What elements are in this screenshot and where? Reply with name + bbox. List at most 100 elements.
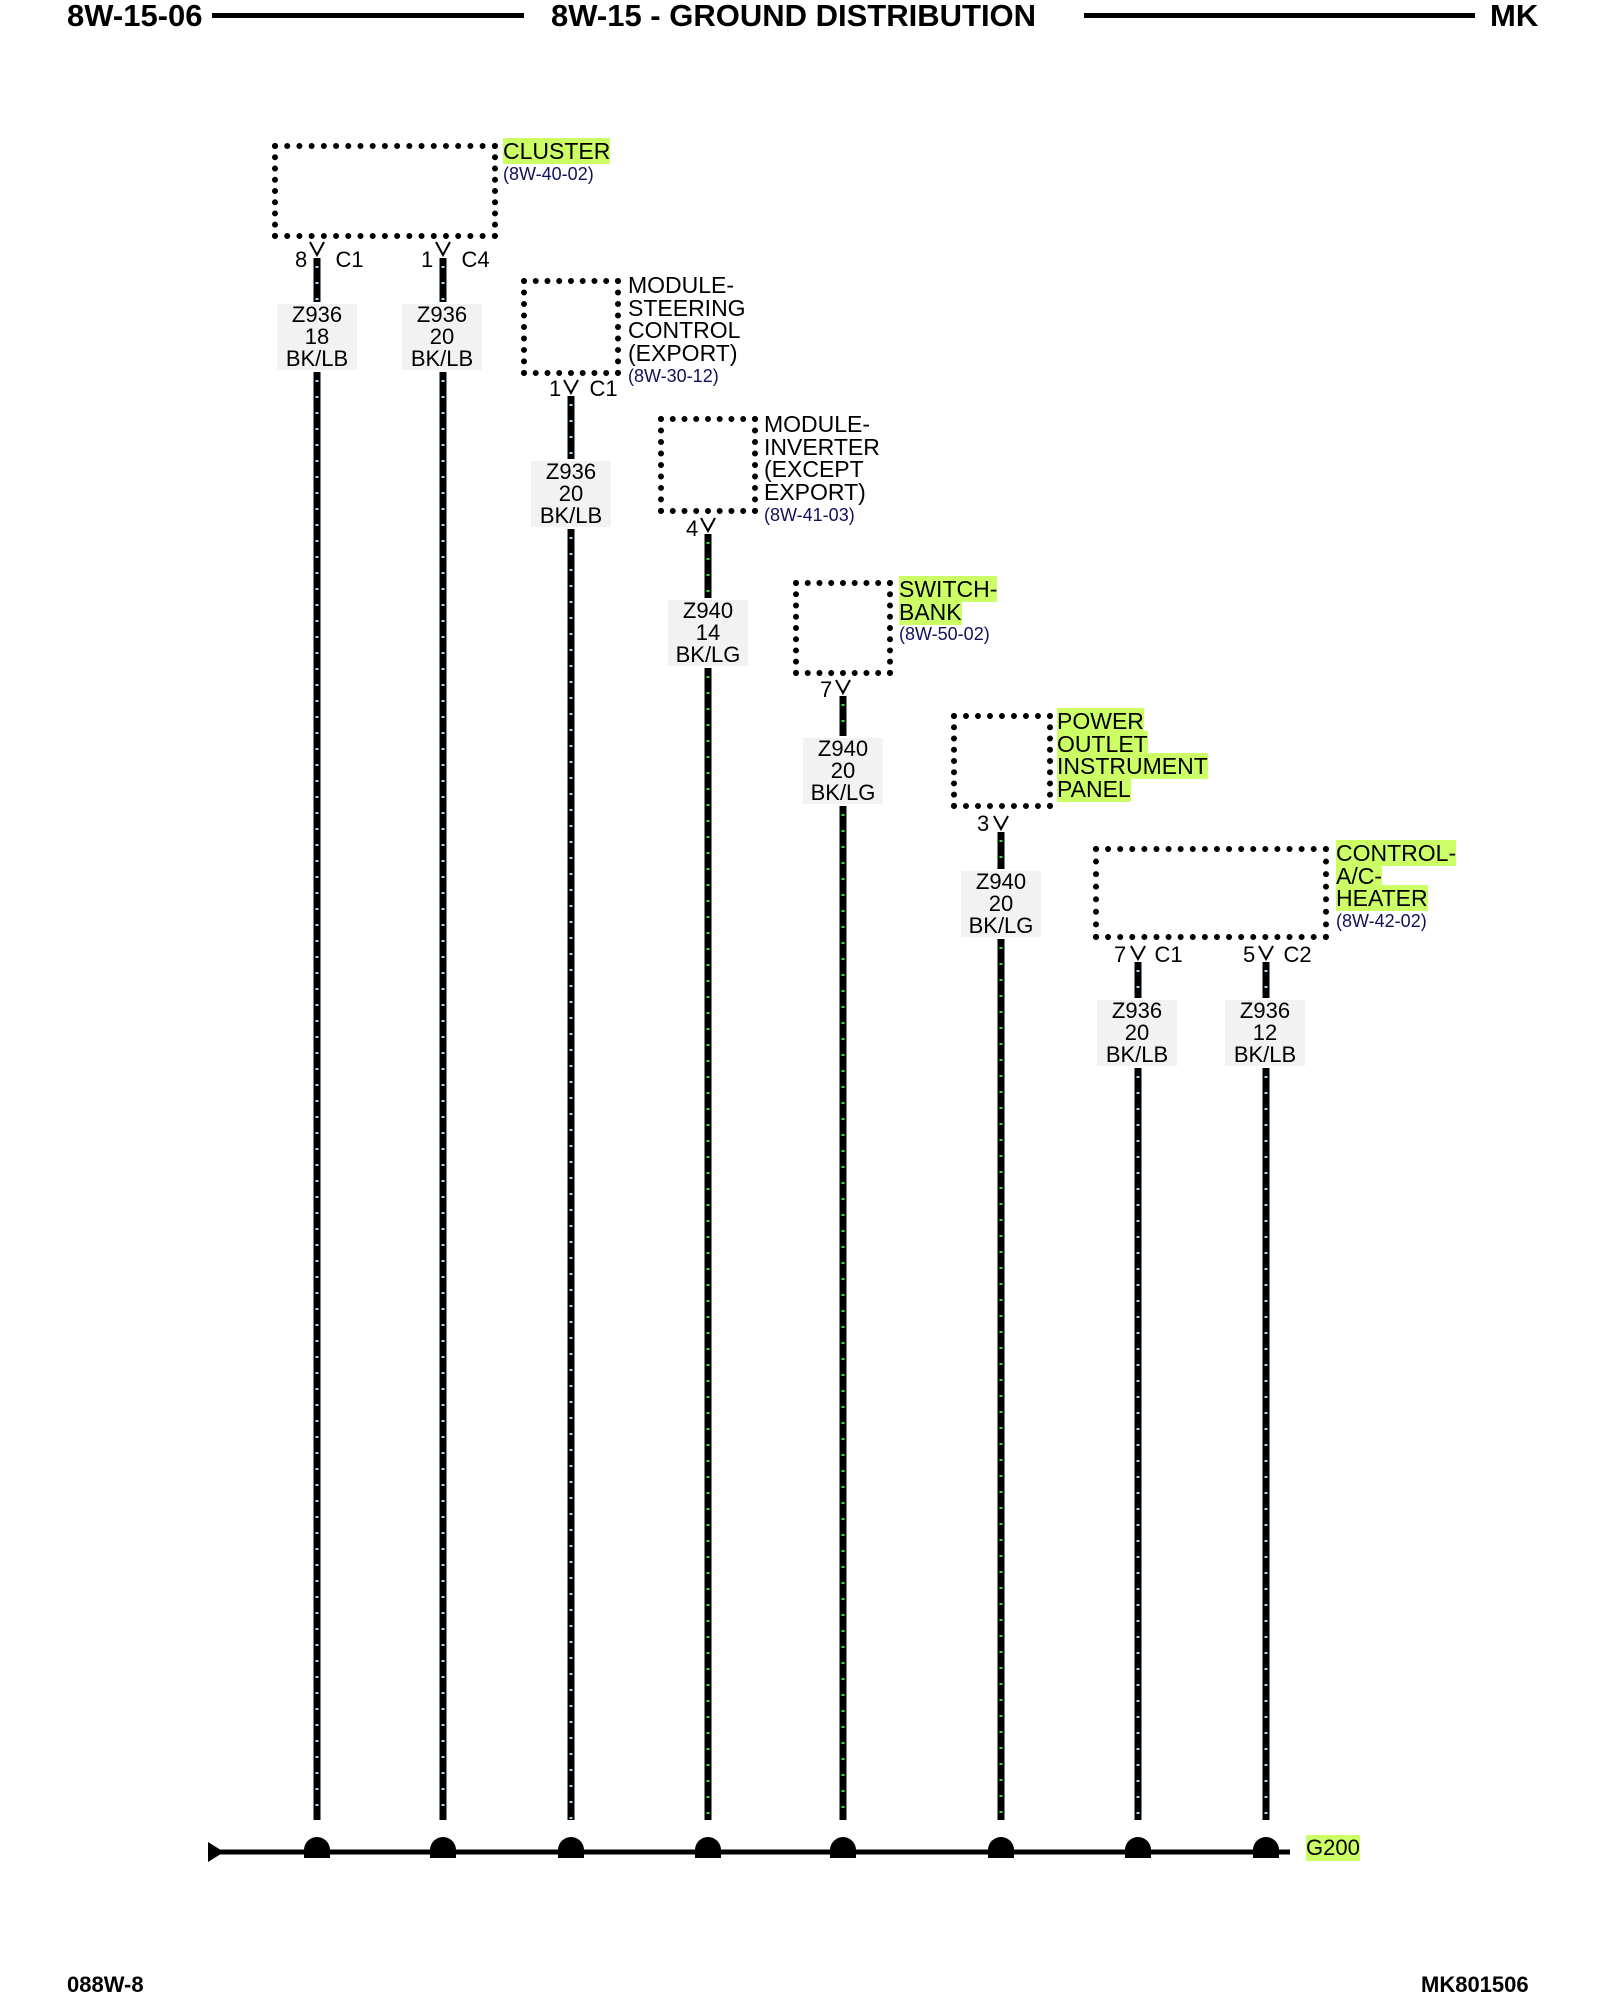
wire-label: Z936 20 BK/LB — [402, 304, 482, 370]
wire-circuit: Z936 — [531, 461, 611, 483]
ground-splice-dot — [304, 1837, 330, 1850]
connector-id: C4 — [461, 247, 490, 272]
connector-id: C2 — [1283, 942, 1312, 967]
pin-label: 1 C1 — [549, 378, 618, 400]
connector-arrow-icon — [435, 241, 451, 258]
connector-arrow-icon — [1258, 945, 1274, 962]
connector-arrow-icon — [700, 517, 716, 534]
wire-label: Z940 20 BK/LG — [803, 738, 883, 804]
component-name-line: MODULE- — [764, 411, 871, 437]
inverter-module-ref[interactable]: (8W-41-03) — [764, 505, 855, 525]
ac-heater-control-ref[interactable]: (8W-42-02) — [1336, 911, 1427, 931]
pin-label: 5 C2 — [1243, 944, 1312, 966]
wire-gauge: 20 — [402, 326, 482, 348]
component-name-line: STEERING — [628, 294, 746, 321]
cluster-name: CLUSTER — [503, 138, 611, 164]
steering-control-module-ref[interactable]: (8W-30-12) — [628, 366, 719, 386]
footer-right-code: MK801506 — [1421, 1972, 1529, 1997]
ac-heater-control-name: CONTROL- A/C- HEATER — [1336, 840, 1457, 911]
component-name-line: HEATER — [1336, 885, 1428, 911]
ground-splice-dot — [830, 1837, 856, 1850]
pin-number: 5 — [1243, 942, 1256, 967]
wire-circuit: Z936 — [402, 304, 482, 326]
pin-number: 7 — [820, 677, 833, 702]
wire-color-code: BK/LB — [277, 348, 357, 370]
component-name-line: CLUSTER — [503, 138, 611, 164]
pin-number: 1 — [549, 376, 562, 401]
ground-splice-dot — [1125, 1837, 1151, 1850]
connector-id: C1 — [335, 247, 364, 272]
cluster-ref[interactable]: (8W-40-02) — [503, 164, 594, 184]
header-rule-right — [1084, 13, 1475, 18]
wire-circuit: Z936 — [1225, 1000, 1305, 1022]
wire-label: Z936 18 BK/LB — [277, 304, 357, 370]
wire-gauge: 12 — [1225, 1022, 1305, 1044]
connector-arrow-icon — [993, 815, 1009, 832]
component-name-line: (EXCEPT — [764, 456, 864, 482]
cluster-component-box[interactable] — [272, 143, 498, 239]
wire-color-code: BK/LB — [1225, 1044, 1305, 1066]
component-name-line: CONTROL- — [1336, 840, 1457, 866]
component-name-line: INSTRUMENT — [1057, 753, 1208, 779]
pin-label: 3 — [977, 813, 989, 835]
connector-arrow-icon — [1130, 945, 1146, 962]
wire-label: Z936 20 BK/LB — [531, 461, 611, 527]
header-rule-left — [212, 13, 524, 18]
pin-label: 7 C1 — [1114, 944, 1183, 966]
wire-circuit: Z936 — [1097, 1000, 1177, 1022]
power-outlet-box[interactable] — [951, 713, 1053, 809]
component-name-line: BANK — [899, 598, 962, 625]
wire-gauge: 20 — [531, 483, 611, 505]
ground-bus-arrow-icon — [208, 1842, 224, 1862]
switch-bank-box[interactable] — [793, 580, 893, 676]
pin-number: 7 — [1114, 942, 1127, 967]
component-name-line: POWER — [1057, 708, 1144, 734]
wire-circuit: Z940 — [803, 738, 883, 760]
steering-control-module-box[interactable] — [521, 278, 621, 376]
ground-label-g200[interactable]: G200 — [1306, 1835, 1360, 1861]
component-name-line: OUTLET — [1057, 730, 1148, 757]
switch-bank-name: SWITCH- BANK — [899, 576, 998, 625]
connector-id: C1 — [589, 376, 618, 401]
wire-color-code: BK/LG — [803, 782, 883, 804]
ground-splice-dot — [430, 1837, 456, 1850]
component-name-line: (EXPORT) — [628, 339, 738, 366]
component-name-line: EXPORT) — [764, 478, 866, 505]
component-name-line: A/C- — [1336, 862, 1382, 889]
pin-number: 4 — [686, 516, 699, 541]
connector-arrow-icon — [309, 241, 325, 258]
connector-id: C1 — [1154, 942, 1183, 967]
wire-gauge: 14 — [668, 622, 748, 644]
steering-control-module-name: MODULE- STEERING CONTROL (EXPORT) — [628, 274, 746, 366]
pin-label: 4 — [686, 518, 698, 540]
ground-splice-dot — [988, 1837, 1014, 1850]
connector-arrow-icon — [563, 379, 579, 396]
component-name-line: SWITCH- — [899, 576, 998, 602]
pin-label: 1 C4 — [421, 249, 490, 271]
pin-number: 8 — [295, 247, 308, 272]
wire-color-code: BK/LB — [402, 348, 482, 370]
wire-gauge: 20 — [803, 760, 883, 782]
footer-left-code: 088W-8 — [67, 1972, 144, 1997]
pin-label: 7 — [820, 679, 832, 701]
wire-gauge: 18 — [277, 326, 357, 348]
ac-heater-control-box[interactable] — [1093, 846, 1329, 940]
wire-gauge: 20 — [1097, 1022, 1177, 1044]
wire-color-code: BK/LB — [531, 505, 611, 527]
ground-splice-dot — [558, 1837, 584, 1850]
inverter-module-box[interactable] — [658, 416, 758, 514]
wire-gauge: 20 — [961, 893, 1041, 915]
switch-bank-ref[interactable]: (8W-50-02) — [899, 624, 990, 644]
pin-label: 8 C1 — [295, 249, 364, 271]
wire-label: Z940 14 BK/LG — [668, 600, 748, 666]
wire-color-code: BK/LG — [961, 915, 1041, 937]
ground-splice-dot — [1253, 1837, 1279, 1850]
pin-number: 1 — [421, 247, 434, 272]
wire-circuit: Z940 — [961, 871, 1041, 893]
component-name-line: PANEL — [1057, 775, 1131, 802]
wire-label: Z940 20 BK/LG — [961, 871, 1041, 937]
wire-circuit: Z936 — [277, 304, 357, 326]
inverter-module-name: MODULE- INVERTER (EXCEPT EXPORT) — [764, 411, 880, 505]
page-code: 8W-15-06 — [67, 0, 203, 33]
